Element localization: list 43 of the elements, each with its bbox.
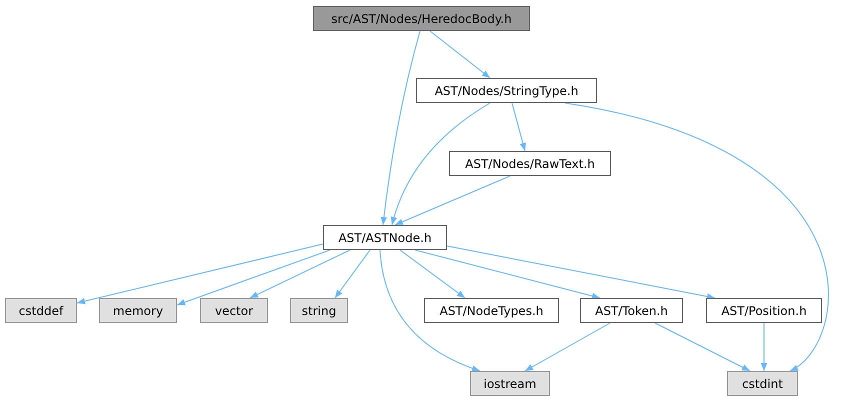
- arrow: [334, 250, 370, 298]
- file-node: [706, 298, 822, 323]
- arrow: [654, 322, 750, 372]
- arrow: [400, 250, 466, 298]
- file-node: [5, 298, 77, 323]
- file-node: [290, 298, 348, 323]
- file-node: [727, 371, 798, 396]
- file-name: AST/NodeTypes.h: [440, 304, 544, 318]
- file-name: AST/Token.h: [595, 304, 668, 318]
- arrow: [760, 322, 768, 372]
- file-node: [313, 6, 530, 31]
- file-node: [449, 151, 611, 176]
- file-node: [99, 298, 177, 323]
- file-node: [200, 298, 268, 323]
- arrow: [430, 30, 490, 78]
- arrow: [394, 176, 510, 226]
- arrow: [446, 246, 716, 300]
- file-name: string: [302, 304, 336, 318]
- file-node: [580, 298, 683, 323]
- file-name: AST/Nodes/StringType.h: [434, 84, 578, 98]
- arrow: [391, 102, 490, 226]
- file-node: [470, 371, 550, 396]
- arrow: [176, 250, 330, 306]
- arrow: [564, 102, 829, 372]
- file-name: cstdint: [742, 376, 783, 390]
- file-name: AST/Position.h: [721, 304, 807, 318]
- arrow: [380, 30, 420, 226]
- file-name: AST/Nodes/RawText.h: [465, 156, 595, 170]
- arrow: [250, 250, 350, 298]
- arrow: [380, 250, 480, 372]
- file-name: cstddef: [18, 304, 64, 318]
- arrow: [512, 102, 526, 152]
- file-node: [323, 225, 447, 250]
- file-name: memory: [112, 304, 164, 318]
- file-node: [424, 298, 559, 323]
- file-node: [416, 78, 597, 103]
- file-name: src/AST/Nodes/HeredocBody.h: [331, 12, 512, 26]
- file-name: vector: [214, 304, 254, 318]
- arrow: [414, 250, 600, 300]
- file-name: iostream: [484, 376, 536, 390]
- arrow: [76, 244, 324, 304]
- arrow: [524, 322, 610, 372]
- file-name: AST/ASTNode.h: [338, 230, 432, 244]
